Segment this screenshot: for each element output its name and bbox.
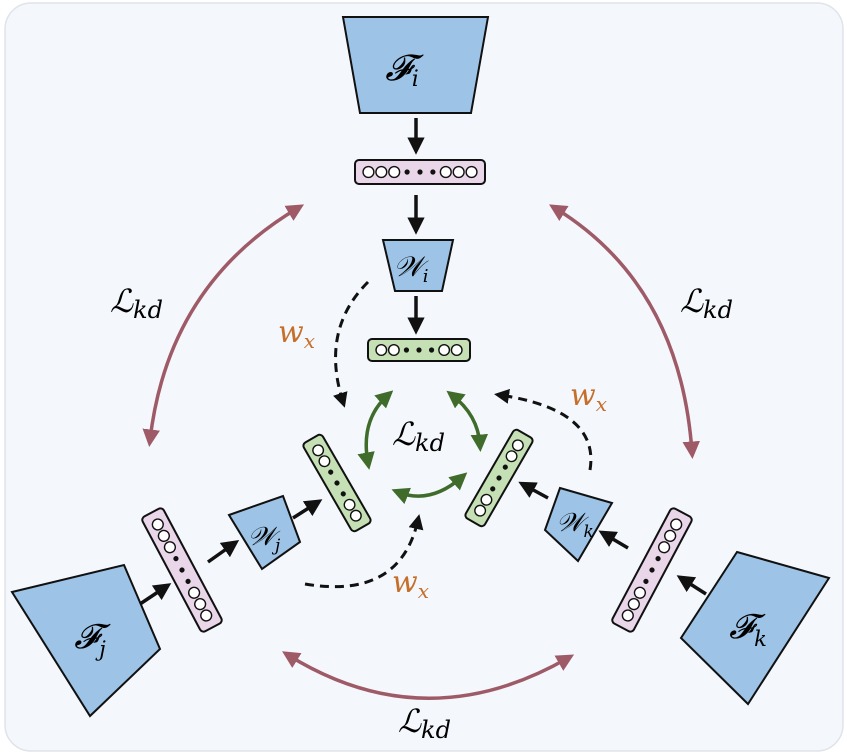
feature-unit (621, 609, 634, 622)
feature-unit (480, 493, 493, 506)
background-panel (4, 2, 844, 752)
weight-label-right: wx (570, 378, 607, 416)
weight-arrow-bottom (304, 514, 424, 589)
encoder-block-j: 𝓕j (10, 563, 162, 718)
projected-embedding-i (367, 338, 471, 362)
projector-block-k: 𝒲k (543, 486, 614, 563)
feature-unit (452, 165, 465, 179)
feature-ellipsis-dot (417, 169, 423, 175)
feature-ellipsis-dot (655, 556, 661, 562)
projector-k-label: 𝒲k (556, 508, 594, 542)
arrow-projector-j-to-embedding (292, 499, 323, 520)
feature-unit (312, 444, 325, 457)
feature-vector-i (354, 159, 486, 185)
kd-arc-bottom (282, 651, 575, 700)
kd-arc-left (142, 204, 305, 447)
feature-ellipsis-dot (173, 556, 179, 562)
feature-ellipsis-dot (502, 464, 508, 470)
feature-ellipsis-dot (185, 578, 191, 584)
projector-block-j: 𝒲j (227, 494, 302, 571)
feature-unit (474, 504, 487, 517)
feature-unit (505, 450, 518, 463)
feature-unit (163, 541, 177, 554)
encoder-k-label: 𝓕k (729, 607, 767, 651)
feature-unit (375, 344, 388, 356)
feature-unit (439, 165, 452, 179)
weight-arrow-right (494, 388, 593, 471)
feature-ellipsis-dot (490, 486, 496, 492)
feature-unit (362, 165, 375, 179)
kd-loss-label-bottom: ℒkd (398, 702, 451, 744)
feature-unit (375, 165, 388, 179)
feature-ellipsis-dot (649, 567, 655, 573)
kd-inner-arc-bottom (391, 472, 468, 505)
feature-ellipsis-dot (643, 578, 649, 584)
arrow-projector-k-to-embedding (518, 481, 549, 500)
weight-arrow-top-left (333, 280, 370, 408)
encoder-block-k: 𝓕k (679, 550, 831, 706)
feature-unit (194, 598, 207, 611)
kd-loss-label-right: ℒkd (680, 282, 733, 324)
feature-unit (343, 498, 356, 511)
feature-ellipsis-dot (496, 475, 502, 481)
feature-unit (657, 541, 671, 554)
feature-unit (438, 344, 451, 356)
feature-unit (511, 439, 524, 452)
feature-unit (349, 509, 362, 522)
feature-unit (388, 165, 401, 179)
feature-unit (670, 518, 683, 531)
projector-block-i: 𝒲i (381, 239, 455, 292)
feature-unit (633, 586, 647, 599)
feature-unit (664, 529, 677, 542)
feature-vector-j (141, 507, 223, 633)
weight-label-top-left: wx (278, 315, 315, 353)
feature-unit (450, 344, 463, 356)
feature-ellipsis-dot (340, 491, 346, 497)
kd-arc-right (549, 204, 700, 459)
arrow-feature-j-to-projector (206, 539, 240, 564)
feature-unit (627, 598, 640, 611)
arrow-encoder-j-to-feature (139, 583, 172, 606)
feature-ellipsis-dot (416, 347, 422, 353)
feature-ellipsis-dot (328, 469, 334, 475)
encoder-block-i: 𝓕i (341, 16, 490, 114)
feature-ellipsis-dot (179, 567, 185, 573)
kd-loss-label-left: ℒkd (110, 282, 163, 324)
feature-unit (200, 609, 213, 622)
feature-unit (157, 529, 170, 542)
feature-ellipsis-dot (334, 480, 340, 486)
feature-ellipsis-dot (428, 347, 435, 353)
feature-unit (465, 165, 478, 179)
feature-unit (318, 455, 331, 468)
feature-unit (387, 344, 400, 356)
kd-loss-label-center: ℒkd (392, 415, 445, 457)
feature-unit (151, 518, 164, 531)
kd-inner-arc-right (446, 390, 489, 452)
arrow-encoder-k-to-feature (676, 575, 707, 596)
kd-inner-arc-left (357, 390, 394, 470)
feature-unit (187, 586, 201, 599)
weight-label-bottom: wx (392, 565, 429, 603)
projected-embedding-j (302, 433, 372, 533)
feature-vector-k (611, 507, 693, 633)
arrow-feature-k-to-projector (598, 530, 629, 550)
feature-ellipsis-dot (430, 169, 436, 175)
projected-embedding-k (464, 428, 534, 528)
feature-ellipsis-dot (404, 169, 410, 175)
feature-ellipsis-dot (403, 347, 410, 353)
